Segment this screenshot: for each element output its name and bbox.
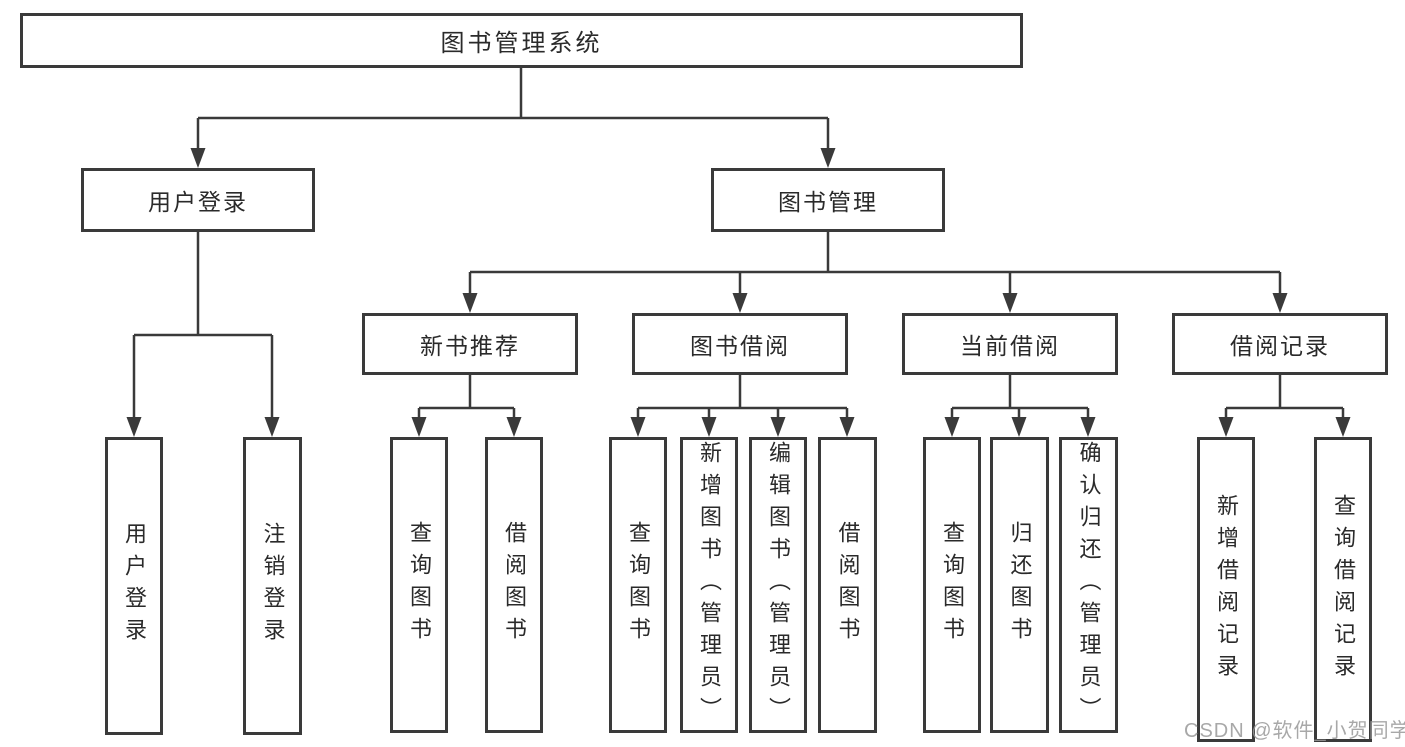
node-book-borrowing: 图书借阅 <box>632 313 848 375</box>
leaf-query-borrow-record: 查询借阅记录 <box>1314 437 1372 742</box>
arrow-down-icon <box>411 417 427 437</box>
leaf-logout: 注销登录 <box>243 437 302 735</box>
arrow-down-icon <box>630 417 646 437</box>
arrow-down-icon <box>701 417 717 437</box>
arrow-down-icon <box>1335 417 1351 437</box>
arrow-down-icon <box>126 417 142 437</box>
arrow-down-icon <box>839 417 855 437</box>
leaf-borrow-book-recommend: 借阅图书 <box>485 437 543 733</box>
leaf-return-book: 归还图书 <box>990 437 1049 733</box>
csdn-watermark: CSDN @软件_小贺同学 <box>1184 720 1405 742</box>
arrow-down-icon <box>190 148 206 168</box>
node-library-management-system: 图书管理系统 <box>20 13 1023 68</box>
leaf-query-book-recommend: 查询图书 <box>390 437 448 733</box>
node-new-book-recommendation: 新书推荐 <box>362 313 578 375</box>
arrow-down-icon <box>820 148 836 168</box>
leaf-add-borrow-record: 新增借阅记录 <box>1197 437 1255 742</box>
node-user-login: 用户登录 <box>81 168 315 232</box>
node-book-management: 图书管理 <box>711 168 945 232</box>
arrow-down-icon <box>462 293 478 313</box>
leaf-confirm-return-admin: 确认归还（管理员） <box>1059 437 1118 733</box>
arrow-down-icon <box>1002 293 1018 313</box>
arrow-down-icon <box>506 417 522 437</box>
leaf-query-book-borrowing: 查询图书 <box>609 437 667 733</box>
leaf-add-book-admin: 新增图书（管理员） <box>680 437 738 733</box>
leaf-user-login: 用户登录 <box>105 437 163 735</box>
arrow-down-icon <box>1011 417 1027 437</box>
arrow-down-icon <box>944 417 960 437</box>
arrow-down-icon <box>1272 293 1288 313</box>
arrow-down-icon <box>1080 417 1096 437</box>
arrow-down-icon <box>732 293 748 313</box>
node-current-borrowing: 当前借阅 <box>902 313 1118 375</box>
node-borrowing-records: 借阅记录 <box>1172 313 1388 375</box>
arrow-down-icon <box>770 417 786 437</box>
leaf-borrow-book: 借阅图书 <box>818 437 877 733</box>
arrow-down-icon <box>264 417 280 437</box>
arrow-down-icon <box>1218 417 1234 437</box>
leaf-query-book-current: 查询图书 <box>923 437 981 733</box>
leaf-edit-book-admin: 编辑图书（管理员） <box>749 437 807 733</box>
